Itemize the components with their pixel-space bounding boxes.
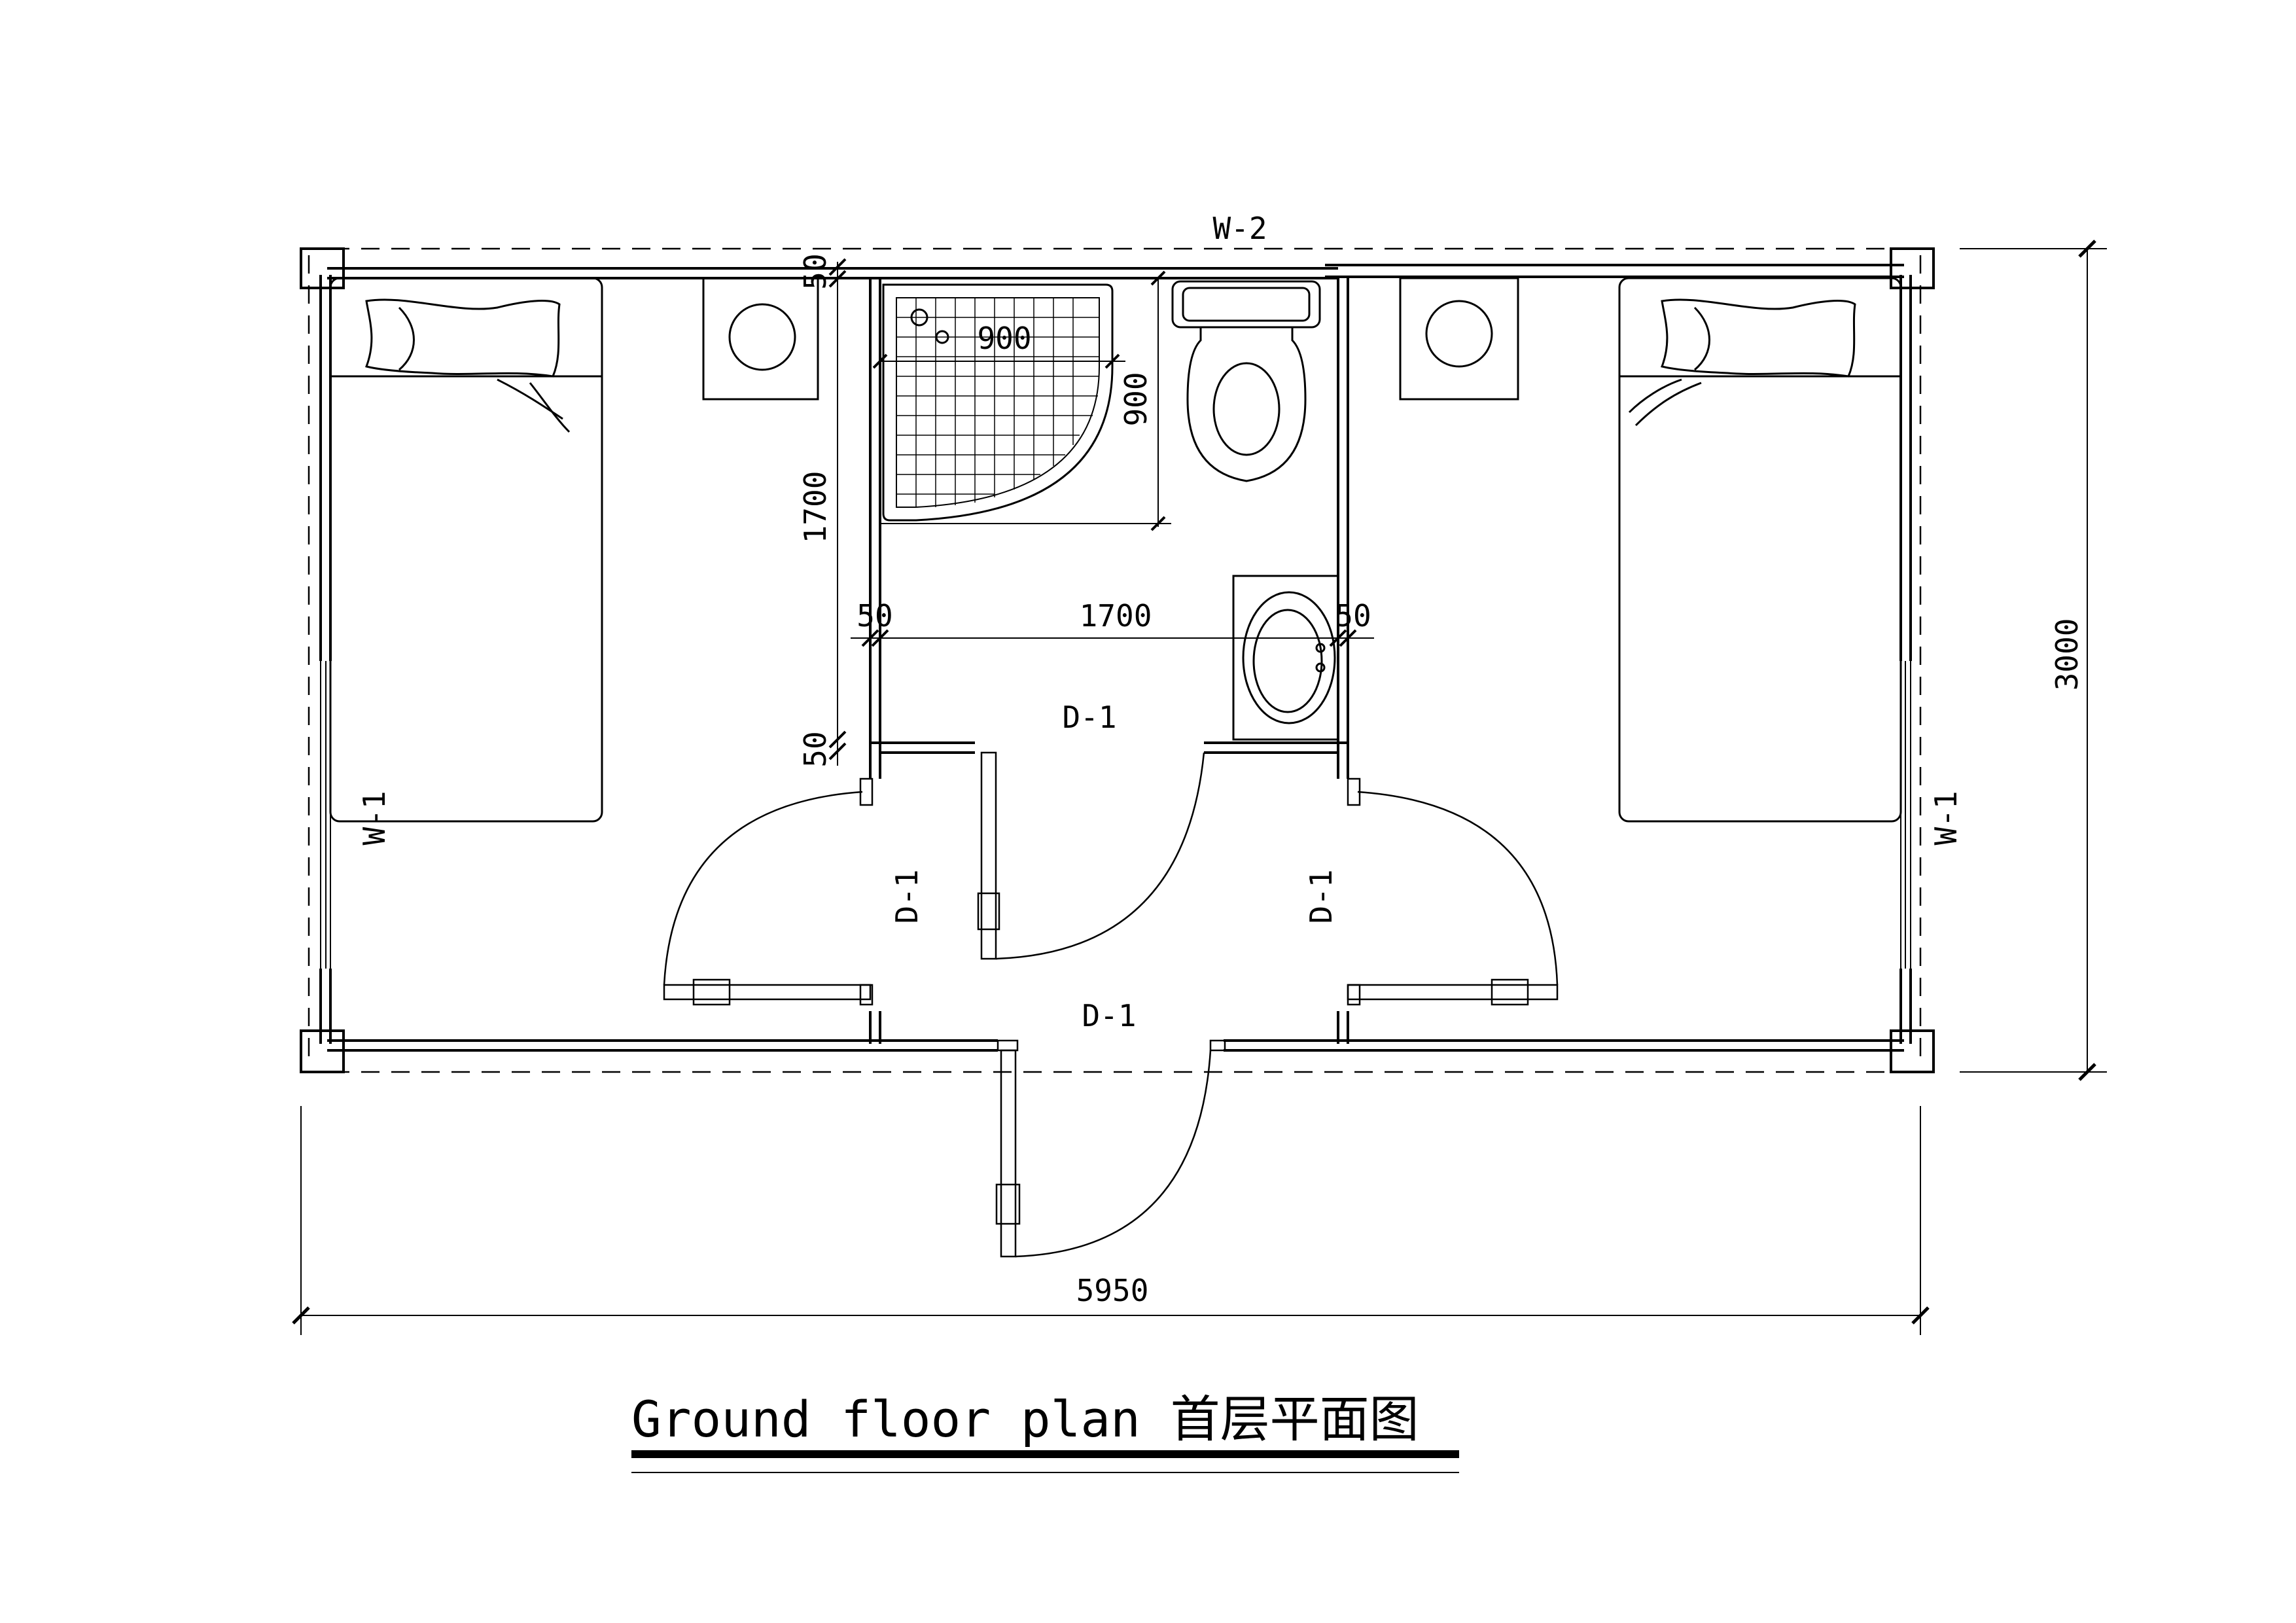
bed-right xyxy=(1618,277,1902,823)
overall-width-dimension: 5950 xyxy=(1076,1273,1149,1308)
shower-depth-dimension: 900 xyxy=(1118,372,1154,426)
dimension-lines xyxy=(292,240,2107,1335)
door-right-room-label: D-1 xyxy=(1303,869,1339,923)
door-left-room-label: D-1 xyxy=(889,869,925,923)
shower-tray xyxy=(882,283,1114,522)
door-entrance-label: D-1 xyxy=(1082,998,1136,1033)
nightstand-left xyxy=(702,277,819,401)
door-left-room xyxy=(663,777,874,1006)
window-right-label: W-1 xyxy=(1928,791,1964,845)
bed-left xyxy=(329,277,603,823)
shower-width-dimension: 900 xyxy=(977,321,1031,356)
door-bath xyxy=(977,751,1205,960)
toilet xyxy=(1171,280,1321,482)
door-entrance xyxy=(995,1039,1226,1258)
corner-posts xyxy=(300,247,1935,1073)
window-left-label: W-1 xyxy=(357,791,392,845)
door-right-room xyxy=(1347,777,1559,1006)
bath-depth-dimension: 1700 xyxy=(798,471,833,544)
wall-left-dimension: 50 xyxy=(857,598,892,633)
corridor-width-dimension: 1700 xyxy=(1080,598,1152,633)
wall-right-dimension: 50 xyxy=(1335,598,1371,633)
window-left xyxy=(320,661,331,969)
plan-title: Ground floor plan 首层平面图 xyxy=(631,1390,1419,1448)
window-top-label: W-2 xyxy=(1212,211,1267,246)
nightstand-right xyxy=(1399,277,1519,401)
wall-bottom-dimension: 50 xyxy=(798,731,833,767)
window-right xyxy=(1900,661,1911,969)
door-bath-label: D-1 xyxy=(1062,700,1116,735)
title-underline xyxy=(631,1450,1459,1473)
wash-basin xyxy=(1232,575,1339,741)
container-outline xyxy=(301,247,1934,1073)
wall-top-dimension: 50 xyxy=(798,253,833,289)
overall-depth-dimension: 3000 xyxy=(2049,618,2085,691)
